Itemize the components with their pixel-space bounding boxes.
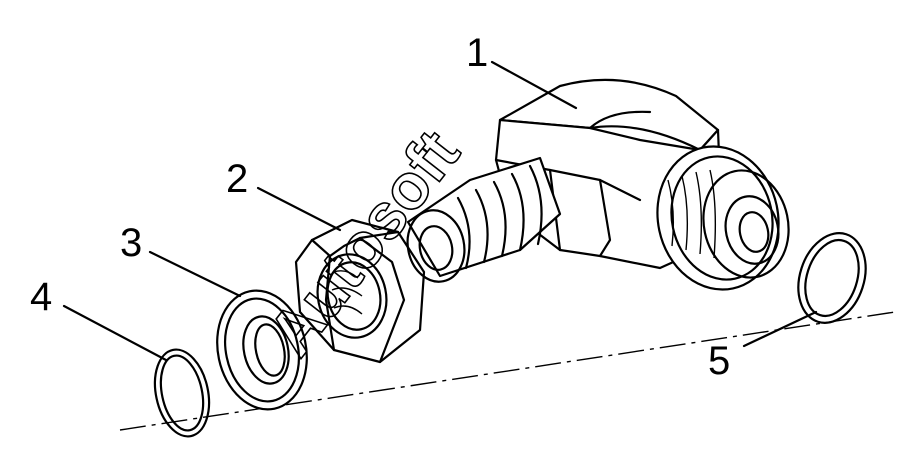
part-3-washer — [216, 289, 308, 411]
part-1-elbow-fitting — [406, 78, 790, 291]
callout-1: 1 — [466, 31, 488, 75]
callout-2: 2 — [226, 157, 248, 201]
leader-line-1 — [490, 60, 578, 110]
part-2-hex-nut — [294, 218, 426, 364]
leader-line-2 — [256, 186, 342, 232]
leader-lines — [62, 60, 818, 362]
callout-4: 4 — [30, 275, 52, 319]
part-5-snap-ring — [797, 232, 867, 324]
callout-5: 5 — [708, 339, 730, 383]
part-4-snap-ring — [153, 348, 211, 438]
leader-line-3 — [148, 250, 242, 298]
callout-numbers: 1 2 3 4 5 — [30, 31, 730, 383]
leader-line-5 — [742, 310, 818, 348]
center-axis — [119, 311, 896, 431]
leader-line-4 — [62, 304, 168, 362]
callout-3: 3 — [120, 221, 142, 265]
